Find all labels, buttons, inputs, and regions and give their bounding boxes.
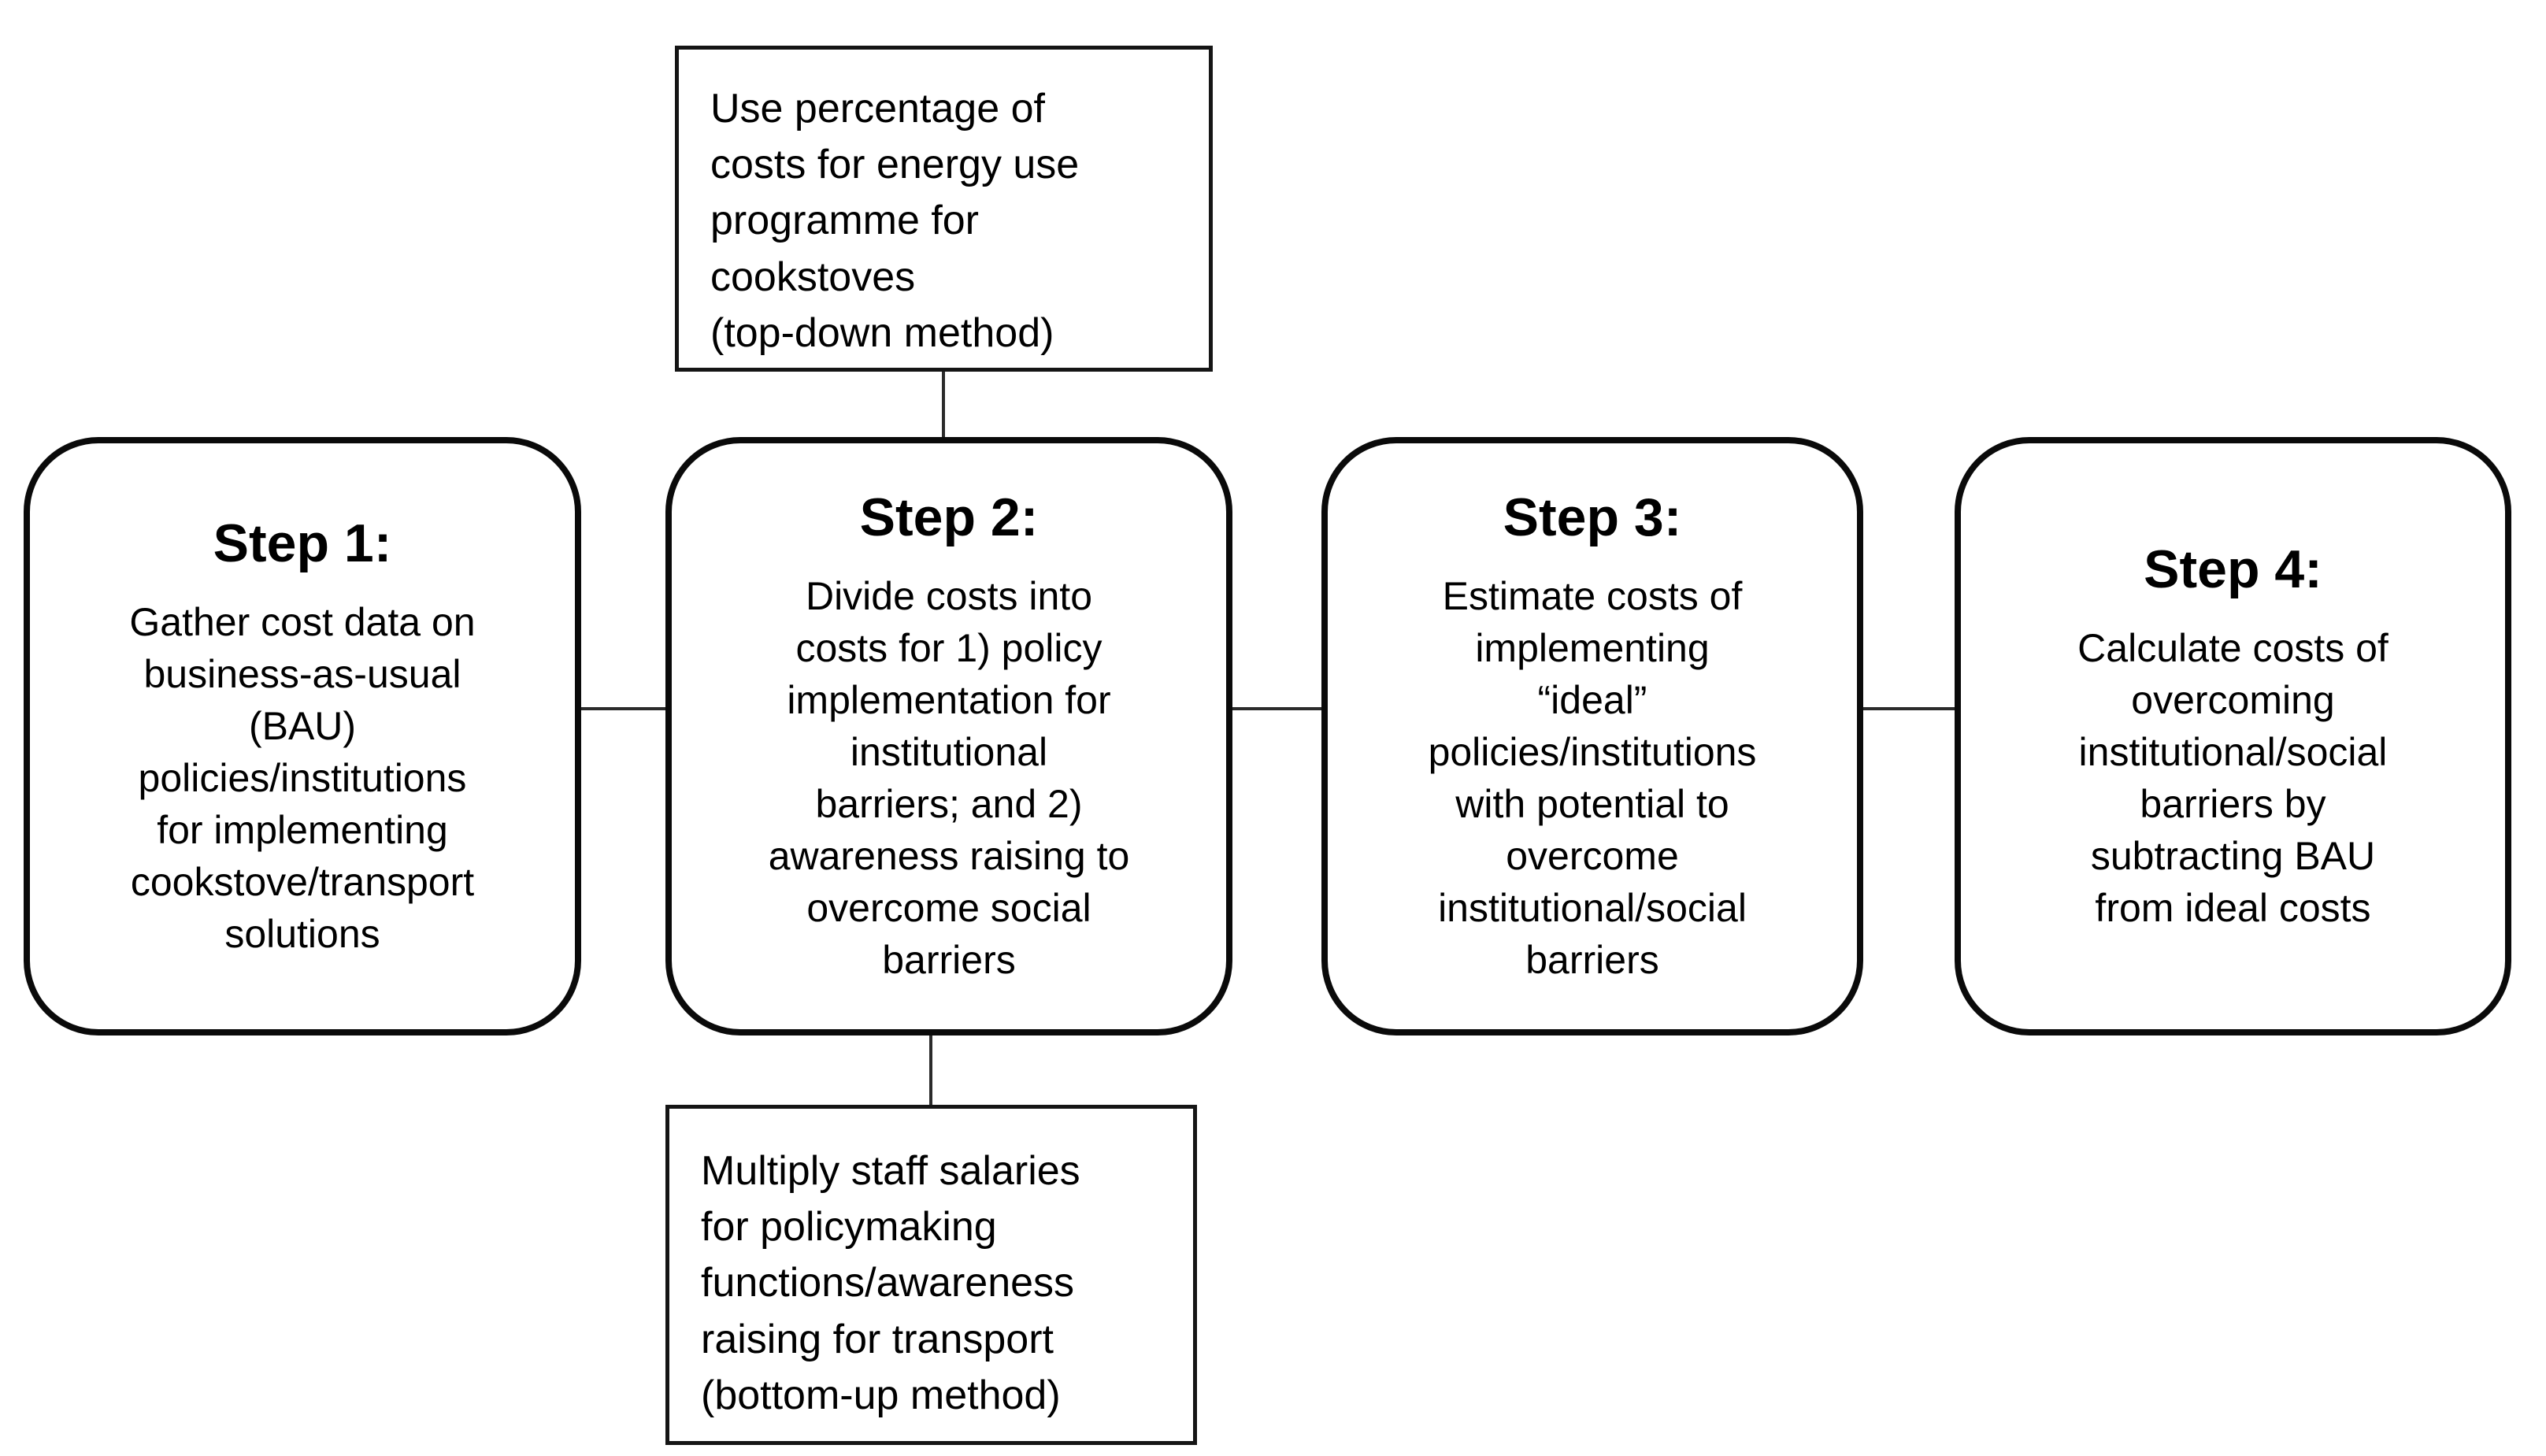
connector-step3-step4 bbox=[1863, 707, 1955, 710]
step-3-body: Estimate costs of implementing “ideal” p… bbox=[1428, 574, 1757, 983]
connector-step1-step2 bbox=[581, 707, 665, 710]
step-1-body: Gather cost data on business-as-usual (B… bbox=[129, 600, 476, 957]
step-1-title: Step 1: bbox=[213, 513, 392, 573]
step-2-title: Step 2: bbox=[859, 487, 1039, 547]
annotation-bottom-up-box: Multiply staff salaries for policymaking… bbox=[665, 1105, 1197, 1445]
annotation-top-down-text: Use percentage of costs for energy use p… bbox=[710, 86, 1080, 356]
annotation-bottom-up-text: Multiply staff salaries for policymaking… bbox=[701, 1148, 1080, 1418]
connector-topbox-step2 bbox=[942, 372, 945, 437]
step-3-box: Step 3: Estimate costs of implementing “… bbox=[1321, 437, 1863, 1036]
annotation-top-down-box: Use percentage of costs for energy use p… bbox=[675, 46, 1213, 372]
connector-step2-bottombox bbox=[929, 1036, 932, 1105]
step-2-box: Step 2: Divide costs into costs for 1) p… bbox=[665, 437, 1232, 1036]
step-3-title: Step 3: bbox=[1503, 487, 1682, 547]
step-4-box: Step 4: Calculate costs of overcoming in… bbox=[1955, 437, 2511, 1036]
step-1-box: Step 1: Gather cost data on business-as-… bbox=[24, 437, 581, 1036]
connector-step2-step3 bbox=[1232, 707, 1321, 710]
step-2-body: Divide costs into costs for 1) policy im… bbox=[768, 574, 1130, 983]
step-4-title: Step 4: bbox=[2144, 539, 2322, 599]
step-4-body: Calculate costs of overcoming institutio… bbox=[2077, 626, 2388, 931]
